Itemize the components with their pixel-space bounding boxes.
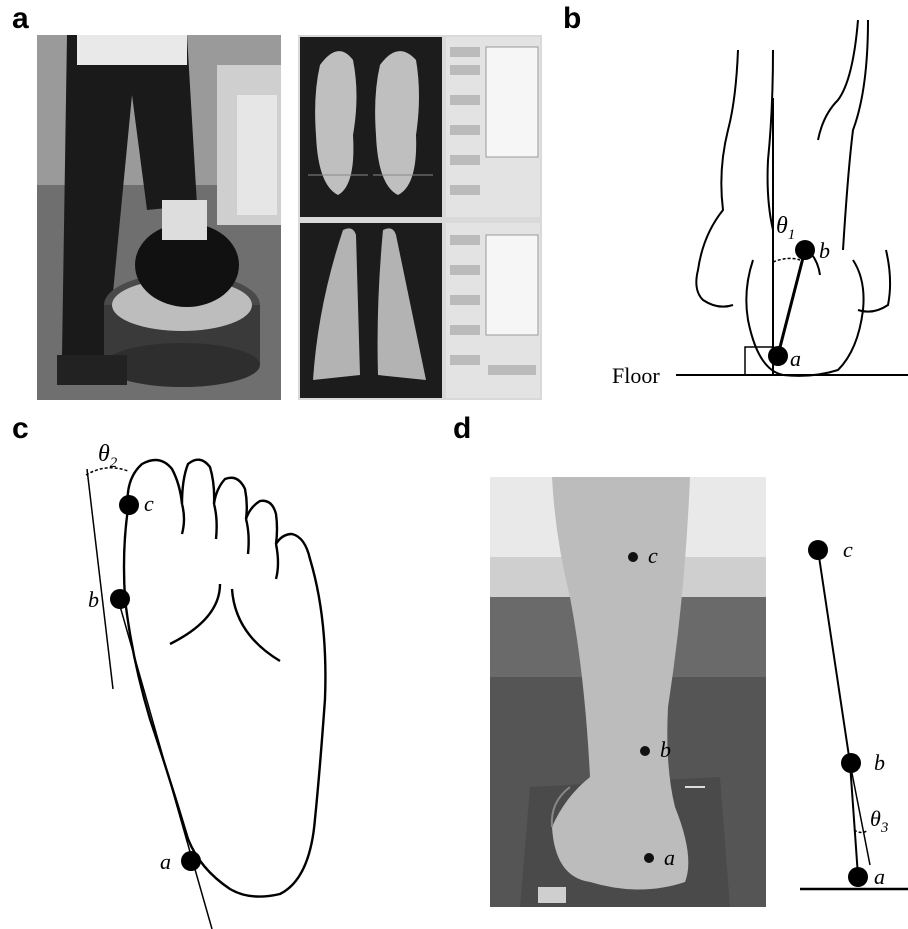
photo-label-c: c bbox=[648, 543, 658, 568]
right-leg-outline bbox=[818, 20, 858, 140]
lower-leg-photo-drawing: c b a bbox=[490, 477, 766, 907]
panel-b-diagram: a b θ1 Floor bbox=[568, 20, 908, 405]
left-leg-outline bbox=[696, 50, 738, 307]
right-leg-outline-2 bbox=[843, 20, 868, 250]
theta1-arc bbox=[773, 258, 800, 262]
label-b: b bbox=[819, 238, 830, 263]
theta3-arc bbox=[854, 830, 868, 833]
label-b: b bbox=[874, 750, 885, 775]
heel-axis-line bbox=[778, 250, 805, 355]
point-c bbox=[119, 495, 139, 515]
point-a bbox=[768, 346, 788, 366]
scanner-photo-drawing bbox=[37, 35, 281, 400]
photo-point-b bbox=[640, 746, 650, 756]
point-b bbox=[841, 753, 861, 773]
point-a bbox=[848, 867, 868, 887]
point-b bbox=[795, 240, 815, 260]
label-c: c bbox=[144, 491, 154, 516]
point-c bbox=[808, 540, 828, 560]
leg-axis-line bbox=[818, 550, 850, 763]
point-b bbox=[110, 589, 130, 609]
panel-c-diagram: c b a θ2 bbox=[70, 439, 430, 929]
toe-crease-1 bbox=[182, 504, 184, 534]
toe-crease-4 bbox=[276, 544, 278, 579]
medial-forefoot-line bbox=[87, 469, 113, 689]
theta1-label: θ1 bbox=[776, 213, 795, 243]
theta3-label: θ3 bbox=[870, 806, 888, 836]
heel-outline bbox=[746, 260, 863, 376]
panel-d-diagram: c b a θ3 bbox=[788, 530, 908, 900]
label-b: b bbox=[88, 587, 99, 612]
panel-letter-a: a bbox=[12, 4, 29, 34]
scanner-software-screen bbox=[298, 35, 542, 400]
label-a: a bbox=[790, 346, 801, 371]
scanner-photo bbox=[37, 35, 281, 400]
label-a: a bbox=[874, 864, 885, 889]
panel-letter-c: c bbox=[12, 414, 29, 444]
arch-curve-1 bbox=[170, 584, 220, 644]
photo-label-a: a bbox=[664, 845, 675, 870]
label-a: a bbox=[160, 849, 171, 874]
arch-curve-2 bbox=[232, 589, 280, 661]
right-angle-marker bbox=[745, 347, 773, 375]
foot-outline bbox=[124, 460, 325, 897]
panel-letter-d: d bbox=[453, 414, 471, 444]
medial-heel-line bbox=[118, 599, 212, 929]
label-c: c bbox=[843, 537, 853, 562]
photo-label-b: b bbox=[660, 737, 671, 762]
scanner-screen-drawing bbox=[298, 35, 542, 400]
floor-label: Floor bbox=[612, 363, 660, 388]
photo-point-c bbox=[628, 552, 638, 562]
point-a bbox=[181, 851, 201, 871]
theta2-arc bbox=[86, 468, 128, 475]
toe-crease-2 bbox=[214, 504, 217, 539]
lower-leg-photo: c b a bbox=[490, 477, 766, 907]
theta2-label: θ2 bbox=[98, 441, 118, 471]
toe-crease-3 bbox=[246, 519, 249, 554]
photo-point-a bbox=[644, 853, 654, 863]
